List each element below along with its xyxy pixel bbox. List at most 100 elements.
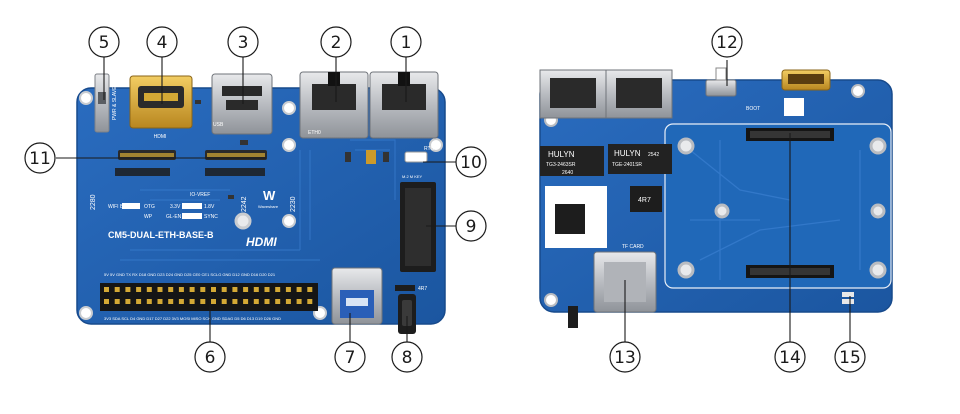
gpio-pin: [275, 287, 281, 292]
gpio-pin: [104, 287, 109, 292]
callout-7-label: 7: [345, 348, 356, 368]
rtc-label: RTC: [424, 146, 435, 152]
gpio-pin: [296, 299, 302, 304]
mag2-part: TGE-2401SR: [612, 162, 642, 168]
gpio-pin: [253, 299, 259, 304]
callout-5: 5: [88, 26, 120, 58]
gpio-top-labels: 5V 5V GND TX RX D18 GND D23 D24 GND D25 …: [104, 272, 276, 277]
gpio-pin: [104, 299, 109, 304]
callout-14-label: 14: [779, 348, 801, 368]
gpio-pin: [157, 287, 163, 292]
gpio-pin: [307, 299, 313, 304]
callout-9: 9: [455, 210, 487, 242]
mag1-brand: HULYN: [548, 150, 575, 159]
gpio-pin: [200, 287, 206, 292]
gpio-pin: [114, 287, 120, 292]
m2-slot: M.2 M KEY 4R7: [395, 174, 436, 292]
size-2230: 2230: [290, 196, 297, 212]
io-vref-18: 1.8V: [204, 204, 215, 210]
callout-1-label: 1: [401, 33, 412, 53]
callout-13: 13: [609, 341, 641, 373]
callout-6: 6: [194, 341, 226, 373]
callout-3-label: 3: [238, 33, 249, 53]
size-2242: 2242: [241, 196, 248, 212]
callout-10: 10: [455, 146, 487, 178]
callout-9-label: 9: [466, 217, 477, 237]
gpio-pin: [168, 287, 174, 292]
magnetic-1: HULYN TG3-2463SR 2640: [540, 146, 604, 176]
callout-badges: 1 2 3 4 5 6 7 8: [24, 26, 866, 373]
gpio-pin: [136, 299, 142, 304]
gpio-pin: [243, 287, 249, 292]
gpio-pin: [146, 287, 152, 292]
rtc-connector: RTC: [345, 146, 435, 164]
callout-8: 8: [391, 341, 423, 373]
gpio-pin: [125, 299, 131, 304]
gpio-bottom-labels: 3V3 SDA SCL D4 GND D17 D27 D22 3V3 MOSI …: [104, 316, 281, 321]
callout-12: 12: [711, 26, 743, 58]
usb-port: USB: [211, 73, 273, 135]
mag2-code: 2542: [648, 152, 659, 158]
mag2-brand: HULYN: [614, 149, 641, 158]
gpio-pin: [189, 299, 195, 304]
eth-label: ETH0: [308, 130, 321, 136]
back-traces: [689, 140, 861, 280]
boot-button: BOOT: [705, 67, 760, 112]
callout-6-label: 6: [205, 348, 216, 368]
callout-13-label: 13: [614, 348, 636, 368]
gpio-pin: [232, 287, 238, 292]
callout-lines: [56, 57, 851, 343]
hdmi-logo: HDMI: [246, 235, 277, 249]
io-vref-block: IO-VREF 3.3V 1.8V WIFI BT OTG WP GL-EN S…: [108, 192, 218, 220]
usb-c-port: [398, 294, 416, 334]
front-board: PWR & SLAVE HDMI USB ETH0: [76, 71, 446, 334]
waveshare-w: W: [263, 188, 276, 203]
pwr-label: PWR & SLAVE: [112, 86, 118, 120]
callout-8-label: 8: [402, 348, 413, 368]
callout-11: 11: [24, 142, 56, 174]
wp-label: WP: [144, 214, 153, 220]
usb-a-port: [331, 267, 383, 325]
gpio-pin: [168, 299, 174, 304]
callout-4-label: 4: [157, 33, 168, 53]
boot-label: BOOT: [746, 106, 760, 112]
gpio-pin: [232, 299, 238, 304]
magnetic-2: HULYN 2542 TGE-2401SR: [608, 144, 672, 174]
callout-5-label: 5: [99, 33, 110, 53]
gpio-pin: [114, 299, 120, 304]
gpio-pin: [178, 287, 184, 292]
gpio-pin: [136, 287, 142, 292]
io-vref-33: 3.3V: [170, 204, 181, 210]
io-vref-title: IO-VREF: [190, 192, 210, 198]
back-4r7-label: 4R7: [638, 197, 651, 204]
callout-3: 3: [227, 26, 259, 58]
front-4r7-label: 4R7: [418, 286, 427, 292]
hdmi-port: HDMI: [129, 75, 193, 140]
gl-en-label: GL-EN: [166, 214, 182, 220]
brand-label: Waveshare: [258, 204, 279, 209]
gpio-pin: [243, 299, 249, 304]
cm5-area: [664, 123, 892, 289]
gpio-pin: [221, 299, 227, 304]
size-2280: 2280: [90, 194, 97, 210]
back-top-connector: [781, 69, 831, 116]
gpio-pin: [211, 299, 216, 304]
model-label: CM5-DUAL-ETH-BASE-B: [108, 230, 214, 240]
gpio-pin: [275, 299, 281, 304]
gpio-pin: [285, 287, 291, 292]
back-board: BOOT HULYN TG3-2463SR 2640 HULYN 2542 TG…: [539, 67, 893, 328]
gpio-pin: [285, 299, 291, 304]
gpio-pin: [296, 287, 302, 292]
tf-label: TF CARD: [622, 244, 644, 250]
gpio-pin: [125, 287, 131, 292]
callout-2-label: 2: [331, 33, 342, 53]
waveshare-logo: W Waveshare: [258, 188, 279, 209]
callout-15-label: 15: [839, 348, 861, 368]
pwr-switch: PWR & SLAVE: [94, 73, 118, 133]
mag1-code: 2640: [562, 170, 573, 176]
gpio-pin: [200, 299, 206, 304]
wifi-bt-label: WIFI BT: [108, 204, 126, 210]
callout-11-label: 11: [29, 149, 51, 169]
callout-4: 4: [146, 26, 178, 58]
